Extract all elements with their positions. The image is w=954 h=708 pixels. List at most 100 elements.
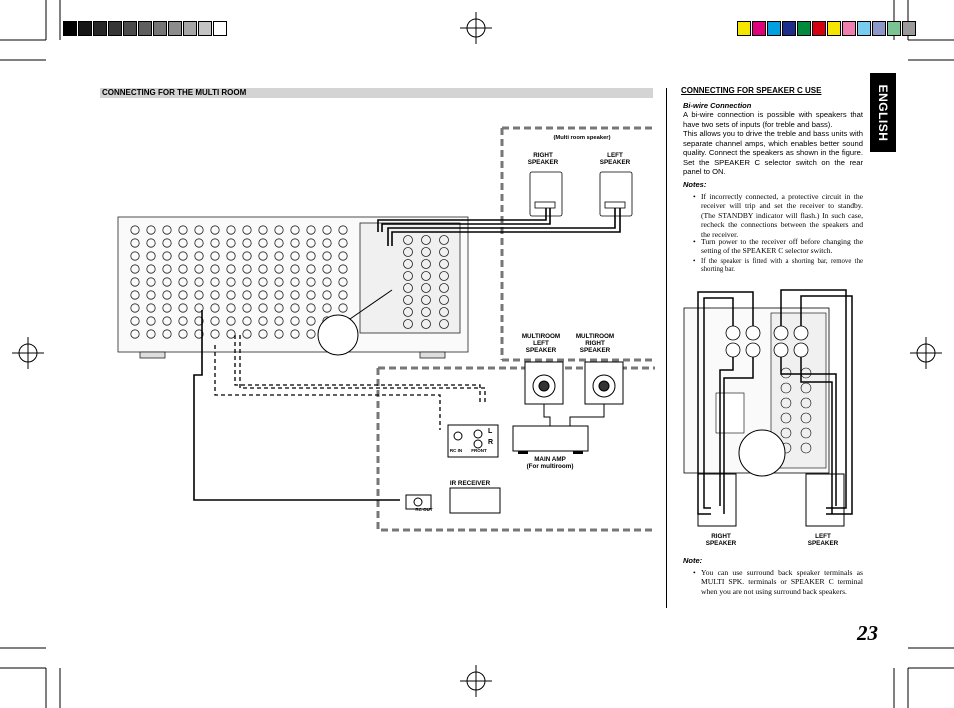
rc-in-label: RC IN (449, 448, 463, 453)
color-swatch (138, 21, 152, 36)
jack-icon (290, 251, 300, 261)
jack-icon (146, 303, 156, 313)
page-number: 23 (857, 621, 878, 645)
color-swatch (767, 21, 781, 36)
jack-icon (242, 329, 252, 339)
color-swatch (797, 21, 811, 36)
jack-icon (258, 329, 268, 339)
speaker-terminal-icon (421, 247, 431, 257)
color-swatch (183, 21, 197, 36)
jack-icon (162, 264, 172, 274)
color-scale-bar (737, 21, 917, 36)
speaker-terminal-icon (421, 235, 431, 245)
jack-icon (290, 225, 300, 235)
jack-icon (226, 290, 236, 300)
jack-icon (800, 412, 812, 424)
jack-icon (258, 316, 268, 326)
jack-icon (274, 316, 284, 326)
color-swatch (872, 21, 886, 36)
jack-icon (800, 427, 812, 439)
note-1: •If incorrectly connected, a protective … (693, 192, 863, 239)
jack-icon (178, 251, 188, 261)
jack-icon (242, 251, 252, 261)
speaker-terminal-icon (421, 295, 431, 305)
jack-icon (306, 303, 316, 313)
jack-icon (800, 382, 812, 394)
jack-icon (338, 290, 348, 300)
speaker-terminal-icon (421, 283, 431, 293)
jack-icon (210, 303, 220, 313)
jack-icon (178, 329, 188, 339)
jack-icon (258, 277, 268, 287)
speaker-terminal-icon (421, 319, 431, 329)
jack-icon (210, 290, 220, 300)
column-divider (666, 88, 667, 608)
speaker-terminal-icon (439, 295, 449, 305)
jack-icon (258, 238, 268, 248)
speaker-terminal-icon (403, 259, 413, 269)
jack-icon (226, 316, 236, 326)
jack-icon (306, 290, 316, 300)
color-swatch (902, 21, 916, 36)
jack-icon (242, 316, 252, 326)
jack-icon (338, 264, 348, 274)
jack-icon (146, 316, 156, 326)
speaker-terminal-icon (403, 307, 413, 317)
speaker-terminal-icon (439, 247, 449, 257)
color-swatch (78, 21, 92, 36)
speaker-terminal-icon (403, 235, 413, 245)
bi-wire-paragraph-2: This allows you to drive the treble and … (683, 129, 863, 177)
jack-icon (258, 290, 268, 300)
jack-icon (800, 442, 812, 454)
jack-icon (226, 277, 236, 287)
jack-icon (242, 264, 252, 274)
jack-icon (162, 251, 172, 261)
speaker-terminal-icon (403, 295, 413, 305)
jack-icon (178, 225, 188, 235)
jack-icon (146, 329, 156, 339)
color-swatch (168, 21, 182, 36)
jack-icon (226, 238, 236, 248)
jack-icon (306, 238, 316, 248)
jack-icon (780, 397, 792, 409)
jack-icon (130, 329, 140, 339)
jack-icon (162, 277, 172, 287)
jack-icon (210, 264, 220, 274)
jack-icon (274, 251, 284, 261)
bi-wire-subtitle: Bi-wire Connection (683, 101, 752, 110)
gray-scale-bar (63, 21, 228, 36)
jack-icon (322, 251, 332, 261)
jack-icon (290, 303, 300, 313)
color-swatch (842, 21, 856, 36)
jack-icon (130, 277, 140, 287)
jack-icon (338, 251, 348, 261)
jack-icon (306, 251, 316, 261)
jack-icon (146, 225, 156, 235)
jack-icon (242, 290, 252, 300)
color-swatch (213, 21, 227, 36)
jack-icon (274, 303, 284, 313)
r-channel-label: R (488, 439, 494, 446)
jack-icon (146, 277, 156, 287)
speaker-terminal-icon (421, 307, 431, 317)
jack-icon (226, 264, 236, 274)
multi-room-speaker-label: (Multi room speaker) (553, 135, 611, 141)
speaker-terminal-icon (403, 247, 413, 257)
note-title: Note: (683, 556, 703, 565)
jack-icon (210, 316, 220, 326)
jack-icon (338, 238, 348, 248)
color-swatch (827, 21, 841, 36)
jack-icon (130, 264, 140, 274)
jack-icon (322, 238, 332, 248)
jack-icon (290, 277, 300, 287)
color-swatch (812, 21, 826, 36)
speaker-terminal-icon (439, 235, 449, 245)
color-swatch (63, 21, 77, 36)
jack-icon (146, 238, 156, 248)
jack-icon (194, 238, 204, 248)
jack-icon (274, 329, 284, 339)
jack-icon (258, 251, 268, 261)
jack-icon (130, 251, 140, 261)
